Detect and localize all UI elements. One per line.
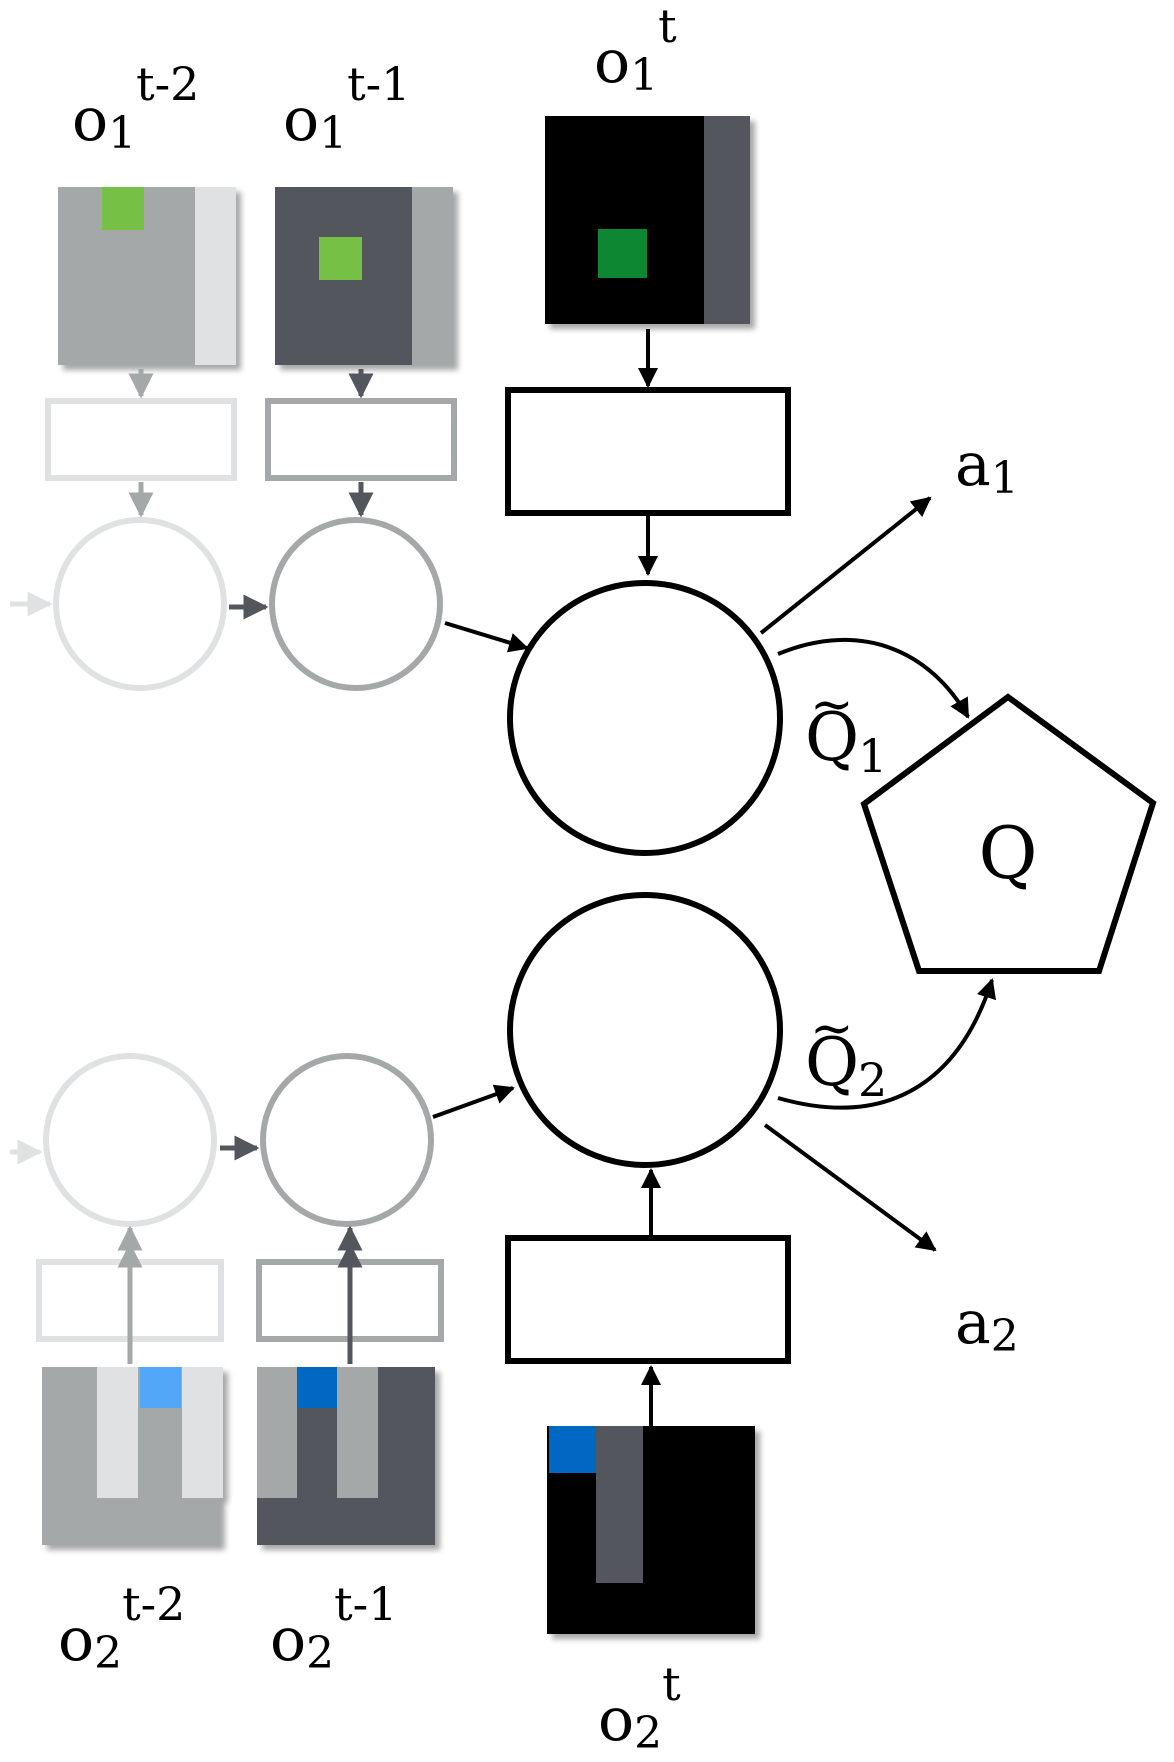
obs-image-o1-t-2 xyxy=(58,187,236,365)
rnn-node-o1-t-1 xyxy=(269,517,443,691)
svg-text:~: ~ xyxy=(810,675,854,735)
arrows-agent1 xyxy=(10,329,970,719)
label-o2-t-1: o2t-1 xyxy=(270,1577,397,1679)
label-q-tilde-1: Q ~ 1 xyxy=(805,675,887,783)
obs-image-o1-t-1 xyxy=(275,187,453,365)
label-o2-t-2: o2t-2 xyxy=(58,1577,185,1679)
label-a2: a2 xyxy=(955,1288,1019,1362)
obs-image-o2-t-2 xyxy=(42,1367,223,1545)
encoder-box-o2-t xyxy=(505,1235,791,1364)
obs-image-o2-t-1 xyxy=(257,1367,435,1545)
mixer-pentagon xyxy=(860,693,1157,974)
rnn-node-o2-t-1 xyxy=(260,1053,434,1227)
obs-image-o2-t xyxy=(547,1426,755,1634)
svg-text:2: 2 xyxy=(858,1053,887,1107)
rnn-node-o1-t-2 xyxy=(53,517,227,691)
rnn-node-agent1 xyxy=(507,580,783,856)
label-o2-t: o2t xyxy=(598,1657,681,1759)
encoder-box-o1-t-2 xyxy=(45,398,237,481)
svg-text:Q: Q xyxy=(805,1024,859,1101)
label-o1-t-2: o1t-2 xyxy=(72,57,199,159)
rnn-node-agent2 xyxy=(507,892,783,1168)
arrows-agent2 xyxy=(10,978,997,1433)
encoder-box-o1-t xyxy=(505,387,791,516)
label-a1: a1 xyxy=(955,430,1019,504)
mixer-label: Q xyxy=(978,811,1037,895)
svg-text:Q: Q xyxy=(805,699,859,776)
svg-text:1: 1 xyxy=(858,729,887,783)
svg-text:~: ~ xyxy=(810,999,854,1059)
label-o1-t: o1t xyxy=(594,0,677,101)
obs-image-o1-t xyxy=(545,116,750,324)
label-o1-t-1: o1t-1 xyxy=(283,57,410,159)
rnn-node-o2-t-2 xyxy=(43,1053,217,1227)
encoder-box-o1-t-1 xyxy=(265,398,457,481)
label-q-tilde-2: Q ~ 2 xyxy=(805,999,887,1107)
